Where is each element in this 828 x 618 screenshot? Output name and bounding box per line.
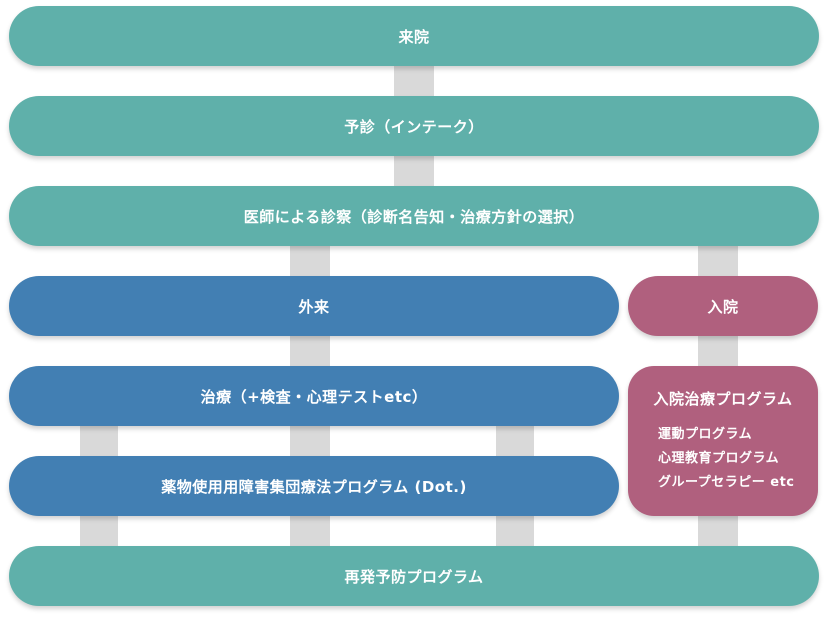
connector-diagnosis-outpatient — [290, 240, 330, 282]
connector-inpatient-relapse — [698, 510, 738, 552]
inpatient-program-item: 運動プログラム — [658, 427, 753, 442]
step-relapse-prevention: 再発予防プログラム — [9, 546, 819, 606]
connector-inpatient-program — [698, 330, 738, 372]
step-outpatient: 外来 — [9, 276, 619, 336]
step-inpatient: 入院 — [628, 276, 818, 336]
step-intake: 予診（インテーク） — [9, 96, 819, 156]
connector-outpatient-treatment — [290, 330, 330, 372]
connector-visit-intake — [394, 60, 434, 102]
step-relapse-prevention-label: 再発予防プログラム — [344, 567, 484, 586]
step-treatment-label: 治療（+検査・心理テストetc） — [200, 387, 428, 406]
inpatient-program-title: 入院治療プログラム — [653, 390, 793, 408]
inpatient-program-item: 心理教育プログラム — [658, 451, 780, 466]
connector-diagnosis-inpatient — [698, 240, 738, 282]
step-intake-label: 予診（インテーク） — [344, 117, 484, 136]
inpatient-program-list: 運動プログラム 心理教育プログラム グループセラピー etc — [628, 423, 818, 495]
step-visit: 来院 — [9, 6, 819, 66]
inpatient-program-card: 入院治療プログラム 運動プログラム 心理教育プログラム グループセラピー etc — [628, 366, 818, 516]
step-treatment: 治療（+検査・心理テストetc） — [9, 366, 619, 426]
step-visit-label: 来院 — [398, 27, 430, 46]
step-inpatient-label: 入院 — [707, 297, 739, 316]
connector-intake-diagnosis — [394, 150, 434, 192]
step-outpatient-label: 外来 — [298, 297, 330, 316]
step-group-program-label: 薬物使用用障害集団療法プログラム (Dot.) — [161, 477, 467, 496]
step-diagnosis: 医師による診察（診断名告知・治療方針の選択） — [9, 186, 819, 246]
inpatient-program-item: グループセラピー etc — [658, 475, 795, 490]
step-diagnosis-label: 医師による診察（診断名告知・治療方針の選択） — [243, 207, 585, 226]
step-group-program: 薬物使用用障害集団療法プログラム (Dot.) — [9, 456, 619, 516]
